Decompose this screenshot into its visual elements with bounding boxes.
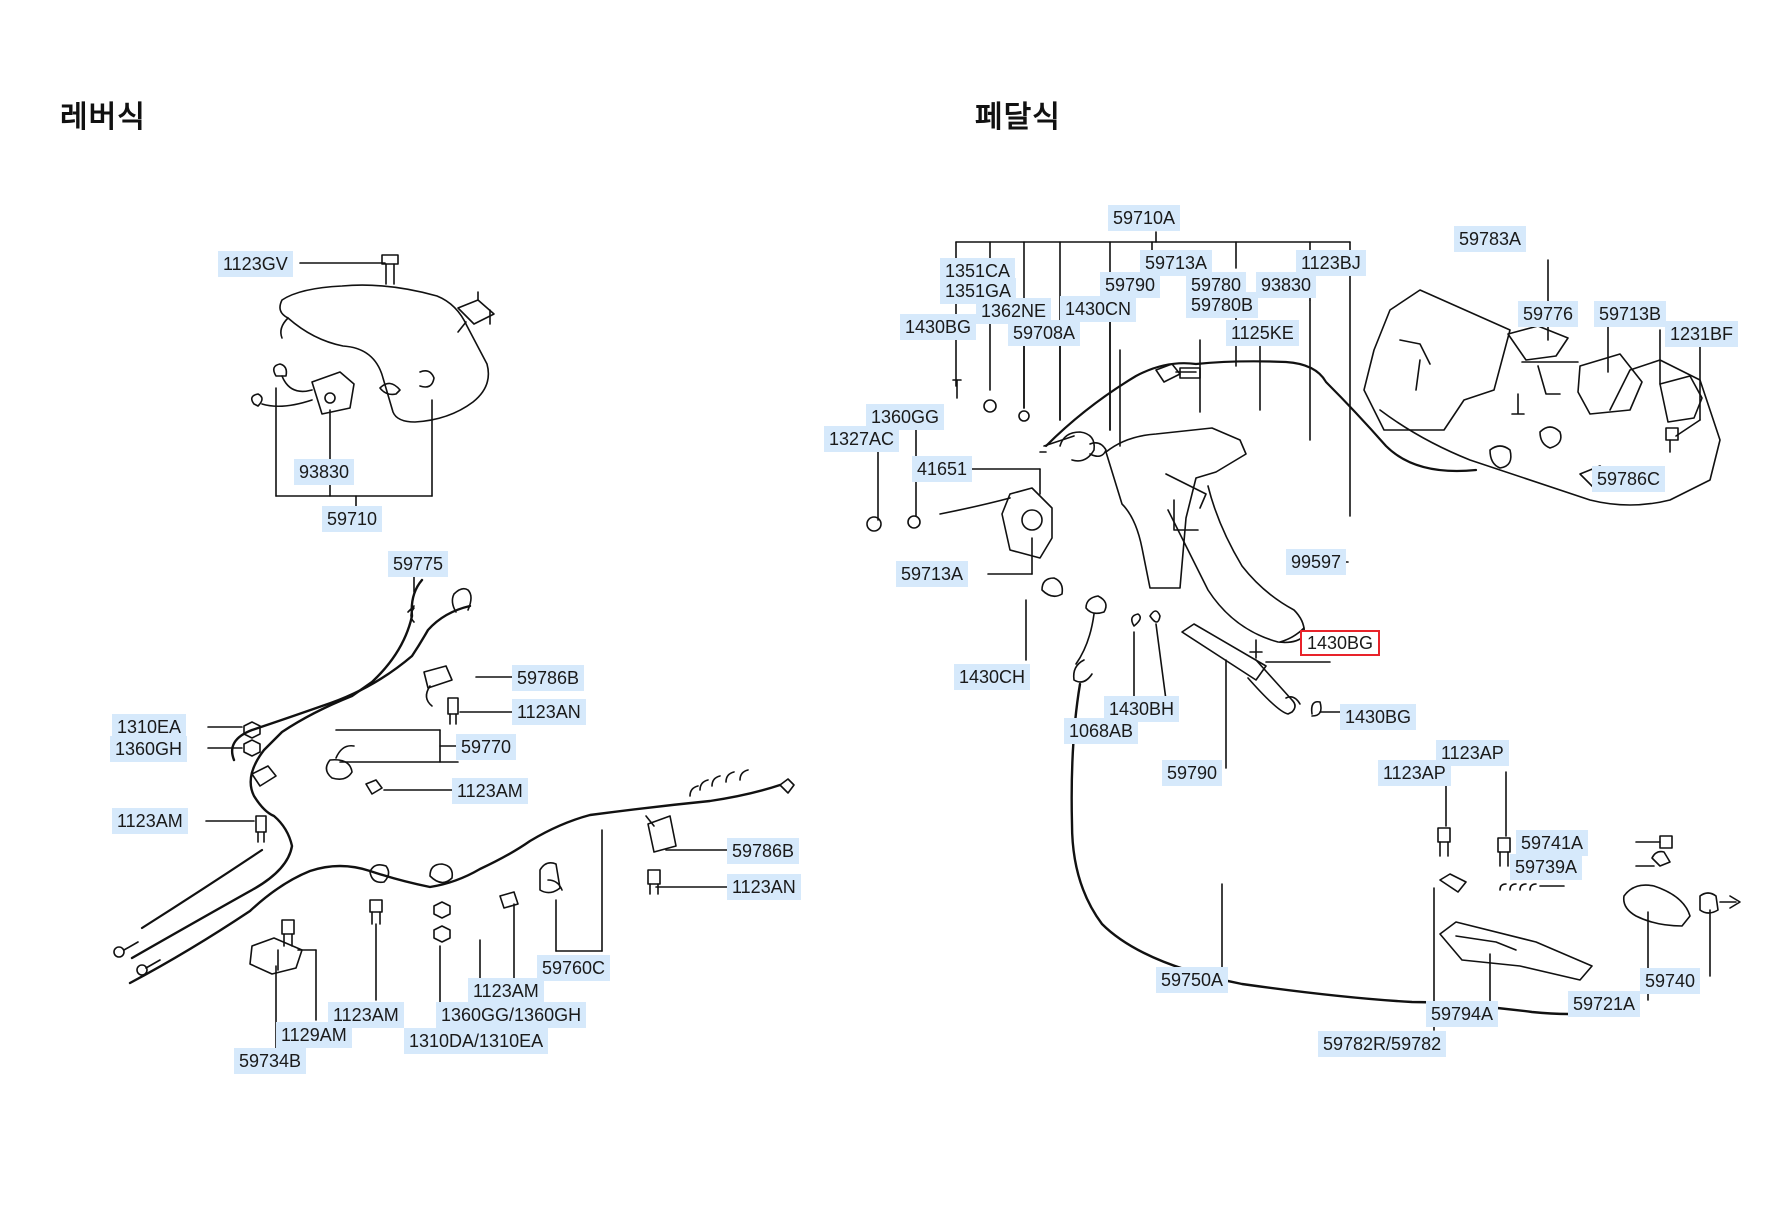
part-label-59770[interactable]: 59770: [456, 734, 517, 760]
part-label-59739a[interactable]: 59739A: [1510, 854, 1583, 880]
part-label-59713a[interactable]: 59713A: [896, 561, 969, 587]
part-label-1123ap-right[interactable]: 1123AP: [1436, 740, 1509, 766]
lever-type-heading: 레버식: [60, 100, 146, 135]
part-label-59775[interactable]: 59775: [388, 551, 449, 577]
part-label-1430bh[interactable]: 1430BH: [1104, 696, 1180, 722]
part-label-1430ch[interactable]: 1430CH: [954, 664, 1031, 690]
part-label-1129am[interactable]: 1129AM: [276, 1022, 352, 1048]
part-label-1360gg[interactable]: 1360GG: [866, 404, 945, 430]
part-label-59713a-top[interactable]: 59713A: [1140, 250, 1213, 276]
part-label-59786b-upper[interactable]: 59786B: [512, 665, 585, 691]
part-label-59780b[interactable]: 59780B: [1186, 292, 1259, 318]
part-label-1360gg-1360gh[interactable]: 1360GG/1360GH: [436, 1002, 587, 1028]
part-label-1068ab[interactable]: 1068AB: [1064, 718, 1139, 744]
part-label-1327ac[interactable]: 1327AC: [824, 426, 900, 452]
part-label-59713b[interactable]: 59713B: [1594, 301, 1667, 327]
part-label-1123bj[interactable]: 1123BJ: [1296, 250, 1366, 276]
part-label-1123am-upper[interactable]: 1123AM: [452, 778, 528, 804]
part-label-1360gh[interactable]: 1360GH: [110, 736, 188, 762]
part-label-1125ke[interactable]: 1125KE: [1226, 320, 1299, 346]
part-label-59790-top[interactable]: 59790: [1100, 272, 1161, 298]
part-label-59786b-lower[interactable]: 59786B: [727, 838, 800, 864]
part-label-59741a[interactable]: 59741A: [1516, 830, 1589, 856]
part-label-59782r-59782[interactable]: 59782R/59782: [1318, 1031, 1447, 1057]
part-label-1362ne[interactable]: 1362NE: [976, 298, 1052, 324]
part-label-1123gv[interactable]: 1123GV: [218, 251, 293, 277]
part-label-1123an-lower[interactable]: 1123AN: [727, 874, 801, 900]
part-label-59790[interactable]: 59790: [1162, 760, 1223, 786]
part-label-1310da-1310ea[interactable]: 1310DA/1310EA: [404, 1028, 549, 1054]
part-label-59776[interactable]: 59776: [1518, 301, 1579, 327]
part-label-59783a[interactable]: 59783A: [1454, 226, 1527, 252]
part-label-59794a[interactable]: 59794A: [1426, 1001, 1499, 1027]
part-label-59786c[interactable]: 59786C: [1592, 466, 1666, 492]
part-label-59734b[interactable]: 59734B: [234, 1048, 307, 1074]
part-label-1123am-left[interactable]: 1123AM: [112, 808, 188, 834]
part-label-1231bf[interactable]: 1231BF: [1665, 321, 1739, 347]
part-label-1430cn[interactable]: 1430CN: [1060, 296, 1137, 322]
part-label-1123an-upper[interactable]: 1123AN: [512, 699, 586, 725]
part-label-99597[interactable]: 99597: [1286, 549, 1347, 575]
part-label-1310ea[interactable]: 1310EA: [112, 714, 187, 740]
part-label-1123am-middle[interactable]: 1123AM: [468, 978, 544, 1004]
part-label-59710a[interactable]: 59710A: [1108, 205, 1181, 231]
part-label-59760c[interactable]: 59760C: [537, 955, 611, 981]
part-label-59721a[interactable]: 59721A: [1568, 991, 1641, 1017]
part-label-59708a[interactable]: 59708A: [1008, 320, 1081, 346]
part-label-1430bg-top[interactable]: 1430BG: [900, 314, 977, 340]
part-label-1430bg-lower[interactable]: 1430BG: [1340, 704, 1417, 730]
part-label-1430bg-selected[interactable]: 1430BG: [1300, 630, 1381, 656]
part-label-93830-pedal[interactable]: 93830: [1256, 272, 1317, 298]
part-label-59710[interactable]: 59710: [322, 506, 383, 532]
part-label-59750a[interactable]: 59750A: [1156, 967, 1229, 993]
part-label-59740[interactable]: 59740: [1640, 968, 1701, 994]
pedal-type-heading: 페달식: [975, 100, 1061, 135]
lever-assembly-drawing: [113, 254, 795, 1049]
part-label-93830[interactable]: 93830: [294, 459, 355, 485]
part-label-41651[interactable]: 41651: [912, 456, 973, 482]
